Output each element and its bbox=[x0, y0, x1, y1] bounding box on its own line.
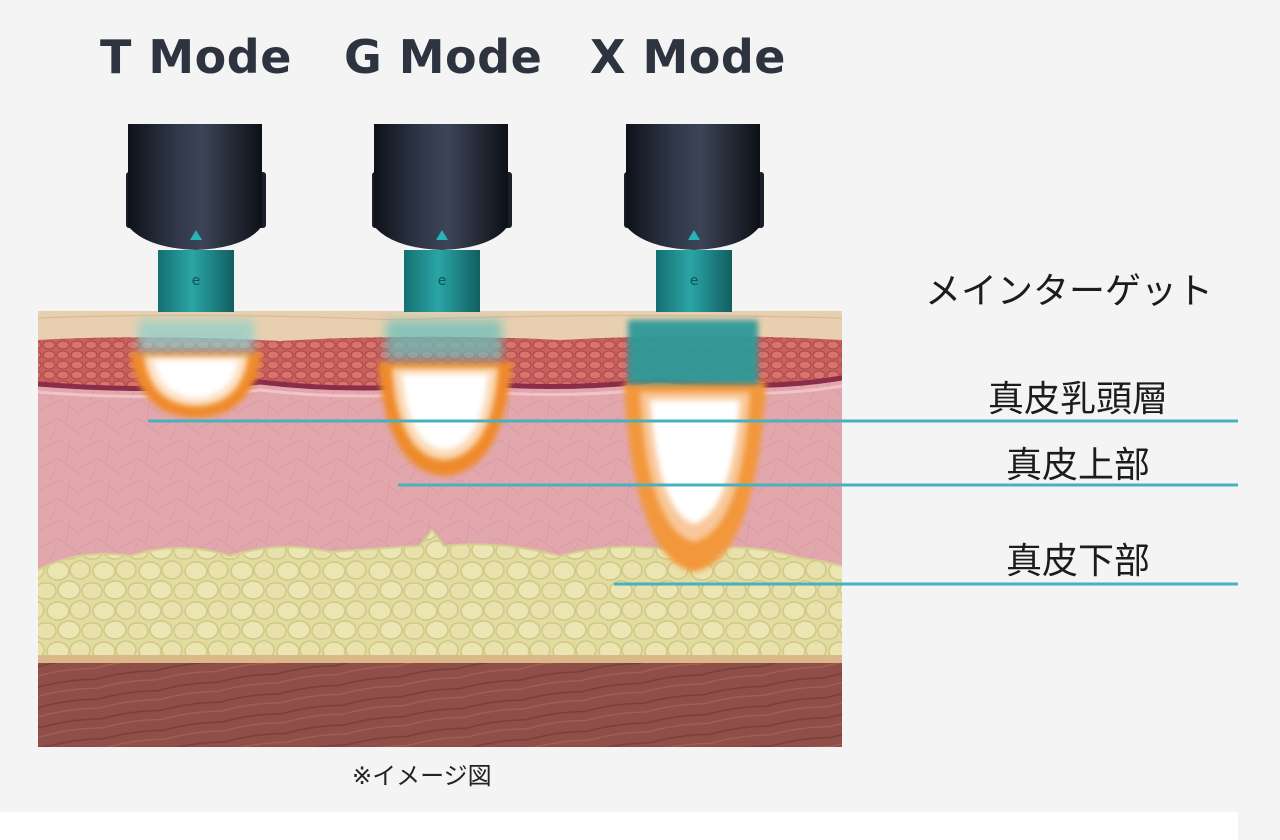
svg-text:e: e bbox=[438, 273, 447, 289]
svg-text:e: e bbox=[690, 273, 699, 289]
layer-label-papillary-dermis: 真皮乳頭層 bbox=[988, 379, 1169, 420]
footer-strip bbox=[0, 812, 1238, 840]
fat-layer bbox=[38, 530, 842, 662]
mode-title-x: X Mode bbox=[590, 30, 786, 84]
heat-zone-x bbox=[624, 320, 766, 572]
heat-zone-t bbox=[130, 320, 262, 418]
svg-text:e: e bbox=[192, 273, 201, 289]
layer-label-upper-dermis: 真皮上部 bbox=[1006, 445, 1151, 486]
muscle-layer bbox=[38, 663, 842, 747]
probe-x: e bbox=[624, 124, 764, 312]
probe-t: e bbox=[126, 124, 266, 312]
fascia-line bbox=[38, 655, 842, 663]
skin-layers bbox=[38, 311, 842, 747]
mode-title-g: G Mode bbox=[344, 30, 543, 84]
layer-label-lower-dermis: 真皮下部 bbox=[1006, 541, 1151, 582]
image-caption: ※イメージ図 bbox=[352, 762, 492, 790]
mode-title-t: T Mode bbox=[100, 30, 292, 84]
main-target-label: メインターゲット bbox=[925, 271, 1214, 312]
heat-zone-g bbox=[378, 320, 512, 476]
probe-g: e bbox=[372, 124, 512, 312]
